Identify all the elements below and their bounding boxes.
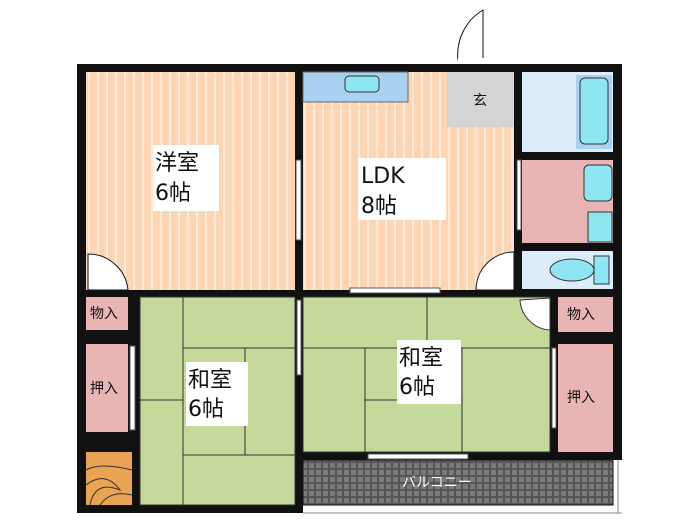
closet-left (86, 344, 128, 432)
storage-right-label: 物入 (567, 307, 595, 323)
closet-right (558, 344, 613, 452)
door-ldk[interactable] (475, 251, 515, 291)
front-door[interactable] (457, 9, 484, 65)
entrance-label: 玄 (473, 92, 487, 109)
room-western-size: 6帖 (155, 181, 191, 206)
toilet-icon (549, 258, 595, 282)
closet-left-label: 押入 (90, 381, 118, 397)
room-japanese-right-name: 和室 (399, 346, 443, 371)
room-japanese-left-size: 6帖 (188, 397, 224, 422)
bathtub-icon (579, 77, 609, 145)
storage-left-label: 物入 (90, 306, 118, 322)
closet-right-label: 押入 (567, 390, 595, 406)
room-ldk-name: LDK (361, 164, 405, 189)
storage-right (558, 297, 613, 332)
sink-icon (344, 75, 380, 93)
wash-basin-icon (583, 164, 613, 202)
door-western[interactable] (87, 253, 129, 291)
balcony-label: バルコニー (402, 475, 472, 491)
room-japanese-right-size: 6帖 (399, 375, 435, 400)
balcony (302, 459, 614, 506)
entrance (447, 72, 514, 127)
balcony-sliding-door[interactable] (367, 453, 469, 460)
room-ldk-size: 8帖 (361, 194, 397, 219)
storage-left (86, 297, 128, 330)
room-japanese-left-name: 和室 (188, 368, 232, 393)
washing-machine-icon (587, 211, 613, 243)
closet-door[interactable] (551, 347, 557, 429)
room-western-name: 洋室 (155, 151, 199, 176)
door-japanese-right[interactable] (519, 297, 551, 331)
sliding-door[interactable] (349, 287, 441, 294)
closet-door[interactable] (129, 345, 136, 431)
sliding-door[interactable] (295, 159, 302, 241)
sliding-door[interactable] (296, 299, 302, 376)
